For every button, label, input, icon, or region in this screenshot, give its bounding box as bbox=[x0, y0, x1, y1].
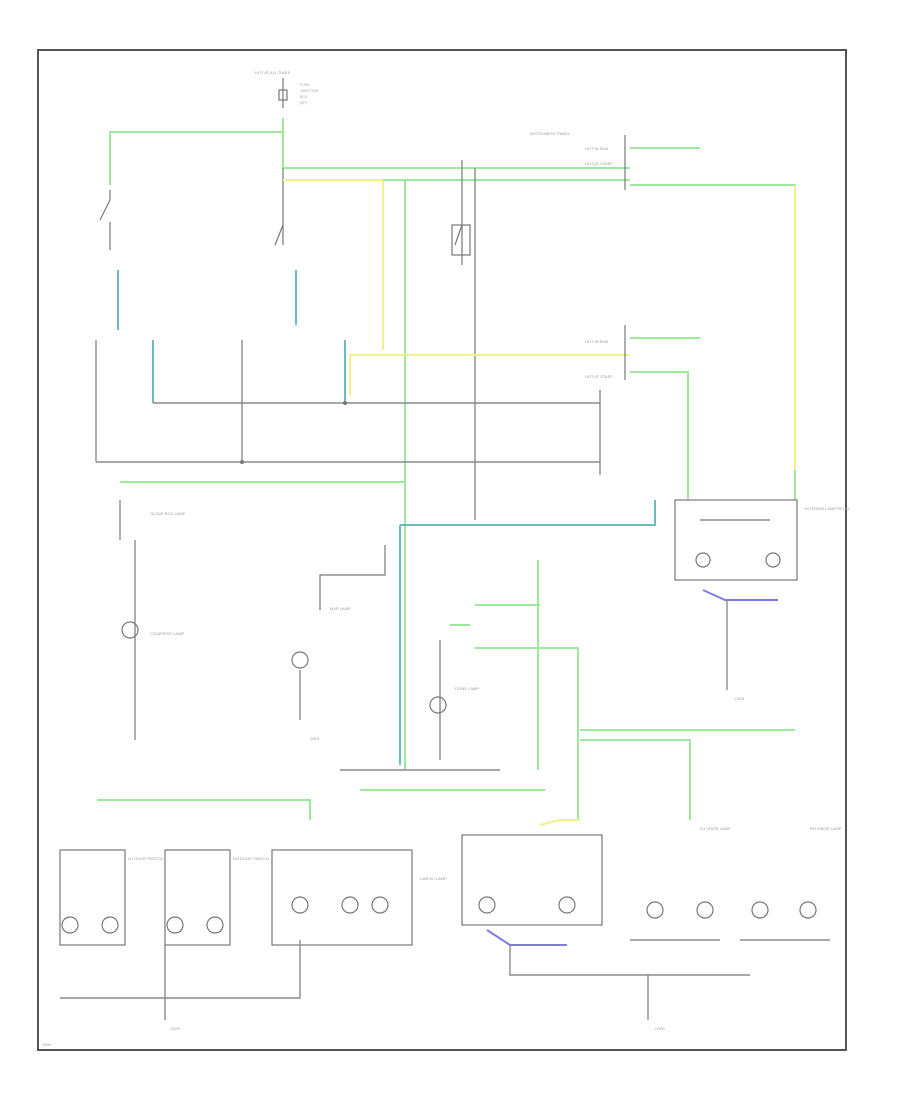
dome-lamp-label: DOME LAMP bbox=[455, 686, 479, 691]
lamp-group-2: RH DOOR SWITCH bbox=[164, 849, 269, 946]
switch-right bbox=[451, 224, 471, 256]
ground-g301: G301 bbox=[310, 736, 321, 741]
fuse-detail-2: JUNCTION bbox=[300, 89, 319, 93]
wire-tr-2 bbox=[630, 184, 796, 500]
fuse-block: HOT AT ALL TIMES FUSE JUNCTION BOX (I/P) bbox=[255, 70, 319, 108]
lh-door-switch-label: LH DOOR SWITCH bbox=[128, 856, 163, 861]
wire-yellow-low bbox=[539, 819, 580, 826]
diagram-footer: 1999 bbox=[42, 1042, 52, 1047]
wire-ground-left bbox=[60, 940, 301, 999]
lamp-group-3: CARGO LAMP bbox=[271, 849, 447, 946]
relay-label: INTERIOR LAMP RELAY bbox=[805, 506, 850, 511]
hot-start-1-label: HOT AT START bbox=[585, 161, 613, 166]
wire-top-green bbox=[109, 118, 284, 185]
map-lamp-label: MAP LAMP bbox=[330, 606, 351, 611]
lamp-group-4 bbox=[461, 834, 603, 946]
wire-mr-2 bbox=[630, 371, 689, 500]
fuse-detail-4: (I/P) bbox=[300, 101, 307, 105]
lh-visor-label: LH VISOR LAMP bbox=[700, 826, 731, 831]
rh-visor-label: RH VISOR LAMP bbox=[810, 826, 842, 831]
hot-at-all-times-label: HOT AT ALL TIMES bbox=[255, 70, 290, 75]
connector-row bbox=[95, 340, 630, 464]
hot-run-1-label: HOT IN RUN bbox=[585, 146, 608, 151]
ground-g201: G201 bbox=[735, 696, 746, 701]
lamp-group-6: RH VISOR LAMP bbox=[740, 826, 842, 941]
wire-blue-relay bbox=[702, 589, 778, 601]
wire-yellow-1 bbox=[283, 179, 384, 350]
dome-lamp: DOME LAMP bbox=[429, 560, 795, 820]
fuse-detail-1: FUSE bbox=[300, 83, 310, 87]
ground-g300: G300 bbox=[655, 1026, 666, 1031]
diagram-frame bbox=[37, 49, 847, 1051]
relay-box: INTERIOR LAMP RELAY bbox=[674, 499, 850, 581]
hot-run-2-label: HOT IN RUN bbox=[585, 339, 608, 344]
lamp-group-5: LH VISOR LAMP bbox=[630, 826, 731, 941]
wire-ground-right bbox=[509, 945, 750, 976]
map-lamp: MAP LAMP bbox=[291, 545, 386, 720]
ground-g200: G200 bbox=[170, 1026, 181, 1031]
glove-box-lamp: GLOVE BOX LAMP COURTESY LAMP bbox=[119, 500, 186, 740]
glove-box-label: GLOVE BOX LAMP bbox=[150, 511, 186, 516]
cargo-lamp-label: CARGO LAMP bbox=[420, 876, 447, 881]
hot-start-2-label: HOT AT START bbox=[585, 374, 613, 379]
wire-green-main bbox=[282, 132, 630, 169]
wire-cyan-mid bbox=[400, 500, 656, 526]
switch-left bbox=[99, 190, 111, 250]
mid-right-connector: HOT IN RUN HOT AT START bbox=[585, 325, 626, 475]
fuse-detail-3: BOX bbox=[300, 95, 308, 99]
switch-mid bbox=[274, 224, 284, 246]
courtesy-label: COURTESY LAMP bbox=[150, 631, 184, 636]
instrument-panel-label: INSTRUMENT PANEL bbox=[530, 131, 571, 136]
rh-door-switch-label: RH DOOR SWITCH bbox=[233, 856, 269, 861]
wire-green-low bbox=[97, 799, 311, 820]
lamp-group-1: LH DOOR SWITCH bbox=[59, 849, 163, 946]
top-right-connector: INSTRUMENT PANEL HOT IN RUN HOT AT START bbox=[530, 131, 626, 190]
